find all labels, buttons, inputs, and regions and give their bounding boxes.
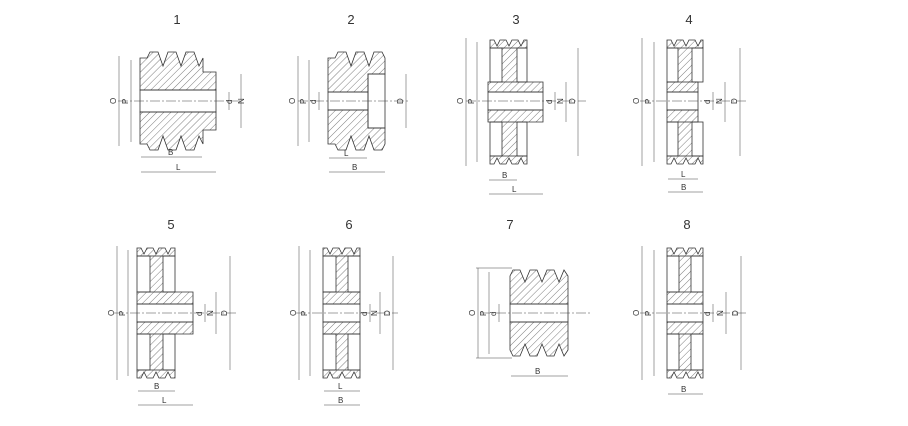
dimension-label-D: D [568,98,577,104]
figure-7: 7 O P d B [468,217,590,377]
dimension-label-L: L [162,396,167,405]
figure-3: 3 O P d N D B L [456,12,586,195]
dimension-label-B: B [338,396,343,405]
dimension-label-L: L [681,170,686,179]
figure-2: 2 O P d D L B [288,12,410,173]
figure-number: 3 [512,12,519,27]
dimension-lines [297,56,407,173]
dimension-lines [465,38,579,195]
dimension-label-N: N [715,98,724,104]
dimension-label-B: B [154,382,159,391]
dimension-lines [641,38,741,193]
dimension-label-D: D [730,98,739,104]
dimension-label-P: P [479,311,488,316]
dimension-label-B: B [535,367,540,376]
figure-5: 5 O P d N D B L [107,217,236,406]
dimension-label-D: D [220,310,229,316]
pulley-section [640,39,748,165]
dimension-lines [641,246,742,395]
dimension-label-d: d [545,100,554,104]
dimension-label-O: O [456,98,465,104]
dimension-label-O: O [632,310,641,316]
dimension-label-D: D [396,98,405,104]
figure-number: 4 [685,12,692,27]
dimension-label-N: N [716,310,725,316]
dimension-label-D: D [731,310,740,316]
dimension-label-L: L [344,149,349,158]
figure-number: 7 [506,217,513,232]
dimension-label-d: d [703,312,712,316]
dimension-label-d: d [195,312,204,316]
dimension-label-B: B [681,385,686,394]
dimension-label-P: P [299,99,308,104]
dimension-label-P: P [644,311,653,316]
dimension-label-N: N [370,310,379,316]
figure-4: 4 O P d N D L B [632,12,748,193]
pulley-section [480,269,590,357]
dimension-label-d: d [225,100,234,104]
dimension-label-D: D [383,310,392,316]
figure-number: 6 [345,217,352,232]
pulley-section [640,247,748,379]
pulley-section [296,247,398,379]
dimension-label-d: d [360,312,369,316]
figure-8: 8 O P d N D B [632,217,748,395]
figure-number: 5 [167,217,174,232]
dimension-lines [116,246,231,406]
figure-1: 1 O P d N B L [109,12,246,173]
pulley-section [118,51,242,151]
dimension-label-P: P [300,311,309,316]
dimension-lines [476,267,568,377]
dimension-label-P: P [118,311,127,316]
dimension-label-d: d [489,312,498,316]
dimension-label-O: O [288,98,297,104]
dimension-label-P: P [644,99,653,104]
dimension-lines [118,56,242,173]
dimension-label-O: O [289,310,298,316]
dimension-label-N: N [556,98,565,104]
dimension-label-B: B [681,183,686,192]
dimension-label-O: O [632,98,641,104]
dimension-label-d: d [309,100,318,104]
dimension-label-L: L [176,163,181,172]
dimension-label-P: P [467,99,476,104]
figure-number: 2 [347,12,354,27]
dimension-label-d: d [703,100,712,104]
dimension-label-O: O [107,310,116,316]
figure-number: 8 [683,217,690,232]
dimension-label-O: O [468,310,477,316]
figure-6: 6 O P d N D L B [289,217,398,406]
dimension-label-O: O [109,98,118,104]
dimension-lines [298,246,394,406]
pulley-section [298,51,410,151]
dimension-label-L: L [512,185,517,194]
dimension-label-B: B [352,163,357,172]
dimension-label-P: P [121,99,130,104]
dimension-label-N: N [206,310,215,316]
dimension-label-B: B [502,171,507,180]
dimension-label-N: N [237,98,246,104]
pulley-section [114,247,236,379]
figure-number: 1 [173,12,180,27]
dimension-label-B: B [168,148,173,157]
dimension-label-L: L [338,382,343,391]
